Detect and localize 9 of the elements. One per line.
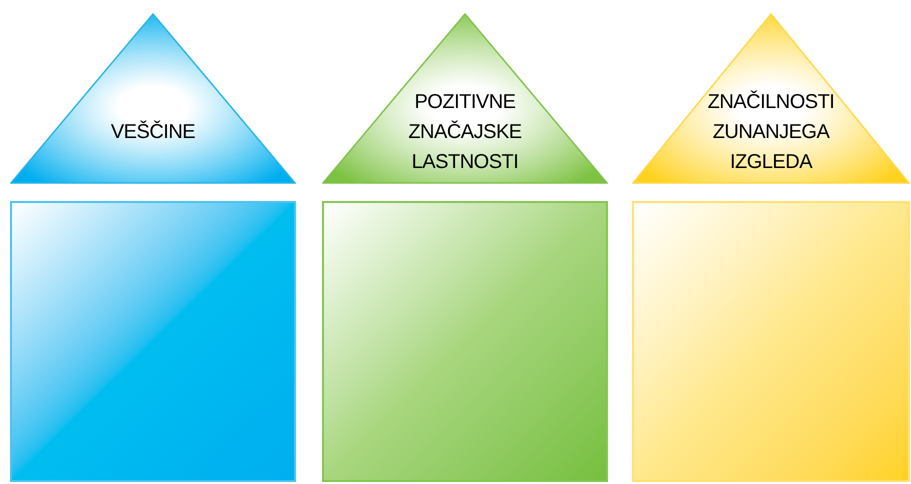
empty-box: [632, 201, 910, 482]
empty-box: [10, 201, 296, 482]
triangle: [632, 13, 910, 184]
empty-box: [322, 201, 608, 482]
triangle-label: ZNAČILNOSTI ZUNANJEGA IZGLEDA: [706, 90, 836, 175]
triangle: [322, 13, 608, 184]
triangle-label: VEŠČINE: [110, 120, 196, 145]
triangle: [10, 13, 296, 184]
triangle-label: POZITIVNE ZNAČAJSKE LASTNOSTI: [407, 90, 523, 175]
